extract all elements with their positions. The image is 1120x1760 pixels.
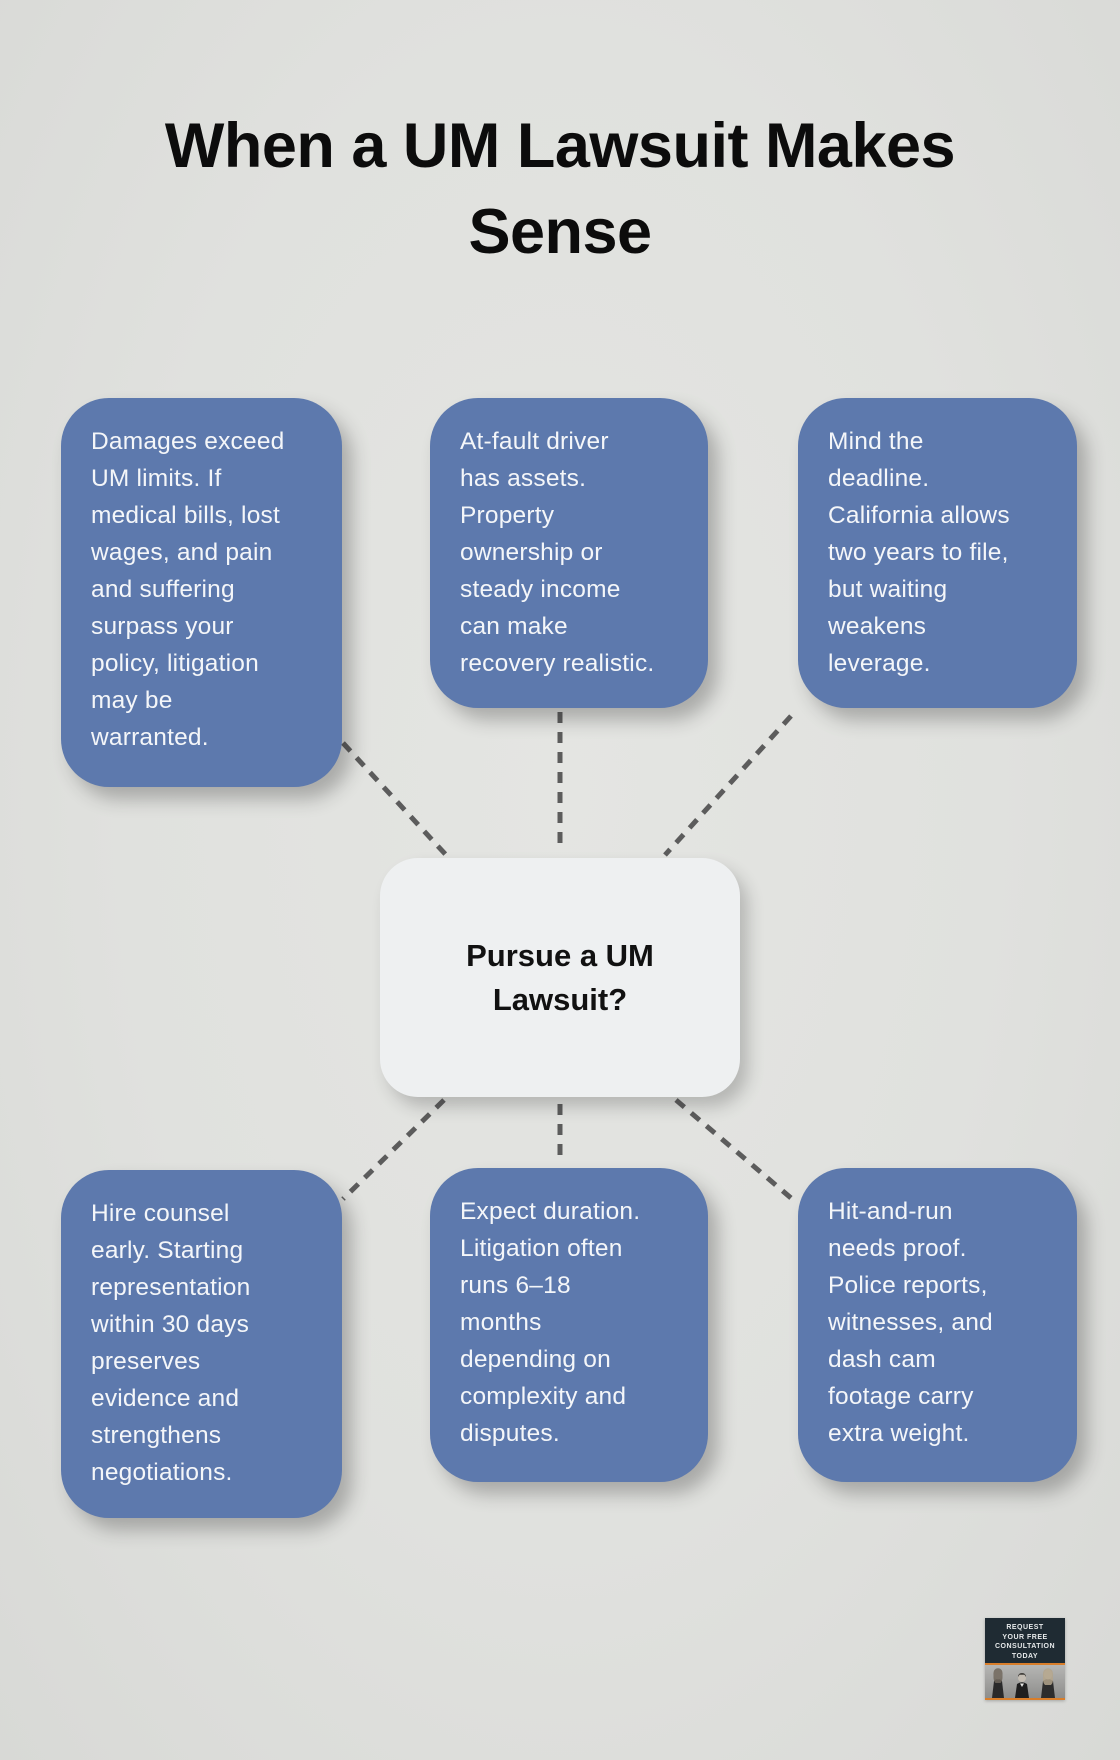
badge-cta-text: REQUEST YOUR FREE CONSULTATION TODAY xyxy=(994,1624,1056,1660)
node-text: Damages exceed UM limits. If medical bil… xyxy=(91,428,285,751)
node-text: Expect duration. Litigation often runs 6… xyxy=(460,1198,641,1447)
consultation-badge[interactable]: REQUEST YOUR FREE CONSULTATION TODAY xyxy=(985,1618,1065,1700)
badge-team-photo xyxy=(985,1665,1065,1698)
node-text: Mind the deadline. California allows two… xyxy=(828,428,1010,677)
node-expect-duration: Expect duration. Litigation often runs 6… xyxy=(430,1168,708,1482)
connector-bottom-left xyxy=(341,1098,446,1201)
connector-top-right xyxy=(663,714,793,857)
node-mind-the-deadline: Mind the deadline. California allows two… xyxy=(798,398,1077,708)
node-text: Hire counsel early. Starting representat… xyxy=(91,1200,251,1486)
node-text: Hit-and-run needs proof. Police reports,… xyxy=(828,1198,993,1447)
node-hit-and-run-proof: Hit-and-run needs proof. Police reports,… xyxy=(798,1168,1077,1482)
node-at-fault-driver-assets: At-fault driver has assets. Property own… xyxy=(430,398,708,708)
center-node-label: Pursue a UM Lawsuit? xyxy=(466,937,654,1017)
node-hire-counsel-early: Hire counsel early. Starting representat… xyxy=(61,1170,342,1518)
badge-divider-bottom xyxy=(985,1698,1065,1700)
connector-top-left xyxy=(341,741,449,858)
badge-divider-top xyxy=(985,1663,1065,1665)
connector-bottom-right xyxy=(674,1098,793,1200)
node-damages-exceed-limits: Damages exceed UM limits. If medical bil… xyxy=(61,398,342,787)
center-node: Pursue a UM Lawsuit? xyxy=(380,858,740,1097)
node-text: At-fault driver has assets. Property own… xyxy=(460,428,655,677)
page-title: When a UM Lawsuit Makes Sense xyxy=(164,111,956,267)
